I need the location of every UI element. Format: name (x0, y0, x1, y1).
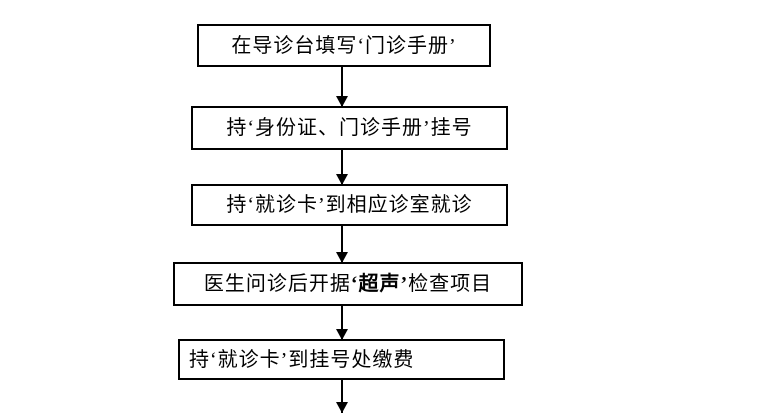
step-text: 持‘身份证、门诊手册’挂号 (226, 117, 473, 139)
arrow-head-icon (336, 252, 348, 263)
step-text: 在导诊台填写‘门诊手册’ (231, 34, 457, 57)
step-text-segment: 检查项目 (408, 273, 493, 295)
arrow-head-icon (336, 329, 348, 340)
step-text: 持‘就诊卡’到挂号处缴费 (189, 348, 415, 371)
down-arrow-connector-5 (336, 379, 348, 413)
down-arrow-connector-4 (336, 305, 348, 340)
down-arrow-connector-2 (336, 149, 348, 185)
down-arrow-connector-3 (336, 225, 348, 263)
step-box-doctor-orders-ultrasound: 医生问诊后开据‘超声’检查项目 (173, 262, 523, 306)
step-text-segment: 医生问诊后开据 (203, 273, 351, 295)
step-box-fill-outpatient-manual: 在导诊台填写‘门诊手册’ (197, 24, 491, 67)
step-box-go-to-consult-room: 持‘就诊卡’到相应诊室就诊 (191, 184, 508, 226)
arrow-head-icon (336, 174, 348, 185)
arrow-head-icon (336, 96, 348, 107)
step-text-segment-bold: ‘超声’ (350, 273, 409, 295)
step-box-register-with-id: 持‘身份证、门诊手册’挂号 (191, 106, 508, 150)
step-box-pay-at-registration: 持‘就诊卡’到挂号处缴费 (178, 339, 505, 380)
step-text: 持‘就诊卡’到相应诊室就诊 (226, 194, 473, 216)
down-arrow-connector-1 (336, 66, 348, 107)
arrow-head-icon (336, 402, 348, 413)
